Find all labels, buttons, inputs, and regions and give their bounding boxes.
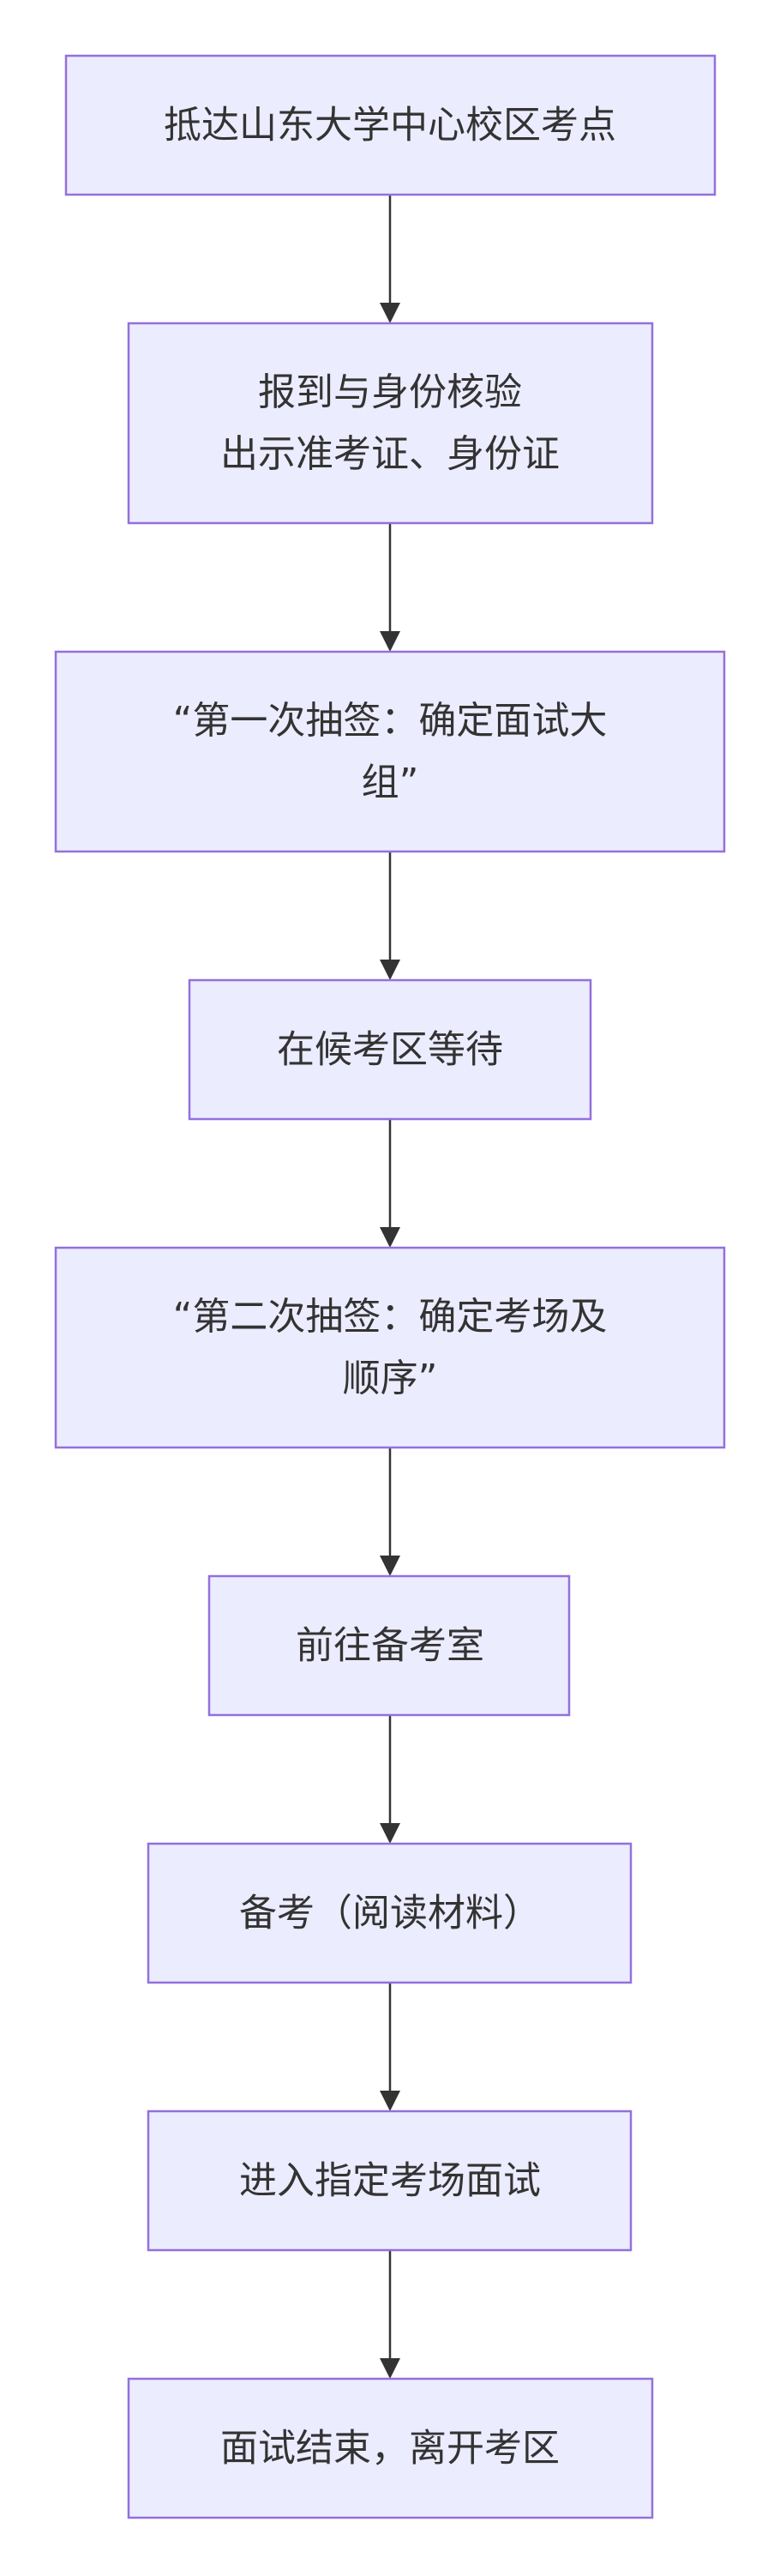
flow-step-box [127,322,654,525]
flow-step-label: 备考（阅读材料） [239,1892,541,1935]
arrow-head-icon [380,1823,400,1844]
flow-step-label: 在候考区等待 [277,1028,503,1072]
flow-step-box [64,54,717,196]
flow-step-label: 前往备考室 [296,1624,484,1668]
arrow-head-icon [380,303,400,323]
flow-step-box [207,1574,571,1717]
flow-arrow-3 [380,852,400,980]
flow-step-label: “第一次抽签：确定面试大 [173,699,608,743]
flow-step-4: 在候考区等待 [188,978,592,1121]
flow-step-box [188,978,592,1121]
flow-step-6: 前往备考室 [207,1574,571,1717]
flow-arrow-4 [380,1119,400,1248]
arrow-head-icon [380,2091,400,2111]
flow-step-box [147,1842,633,1984]
nodes: 抵达山东大学中心校区考点报到与身份核验出示准考证、身份证“第一次抽签：确定面试大… [54,54,726,2519]
flow-step-box [54,650,726,853]
flow-step-1: 抵达山东大学中心校区考点 [64,54,717,196]
flow-arrow-5 [380,1447,400,1576]
flow-step-label: 组” [362,761,419,804]
flow-step-label: 顺序” [343,1357,438,1400]
flow-arrow-7 [380,1983,400,2111]
flow-step-label: 抵达山东大学中心校区考点 [164,104,616,147]
arrow-head-icon [380,1227,400,1248]
arrow-head-icon [380,960,400,980]
flow-step-box [147,2110,633,2252]
flow-step-7: 备考（阅读材料） [147,1842,633,1984]
flow-step-label: 面试结束，离开考区 [220,2427,560,2471]
flow-step-label: 报到与身份核验 [258,370,522,414]
flow-step-label: 出示准考证、身份证 [220,432,560,476]
flow-step-box [127,2377,654,2519]
flow-arrow-8 [380,2250,400,2379]
flow-step-9: 面试结束，离开考区 [127,2377,654,2519]
flow-arrow-1 [380,195,400,323]
arrow-head-icon [380,1556,400,1576]
flow-arrow-2 [380,523,400,652]
flow-step-box [54,1246,726,1449]
flow-step-8: 进入指定考场面试 [147,2110,633,2252]
arrow-head-icon [380,631,400,652]
flow-step-label: 进入指定考场面试 [239,2159,541,2203]
flow-step-label: “第二次抽签：确定考场及 [173,1295,608,1339]
arrow-head-icon [380,2358,400,2379]
edges [380,195,400,2379]
flow-arrow-6 [380,1715,400,1844]
